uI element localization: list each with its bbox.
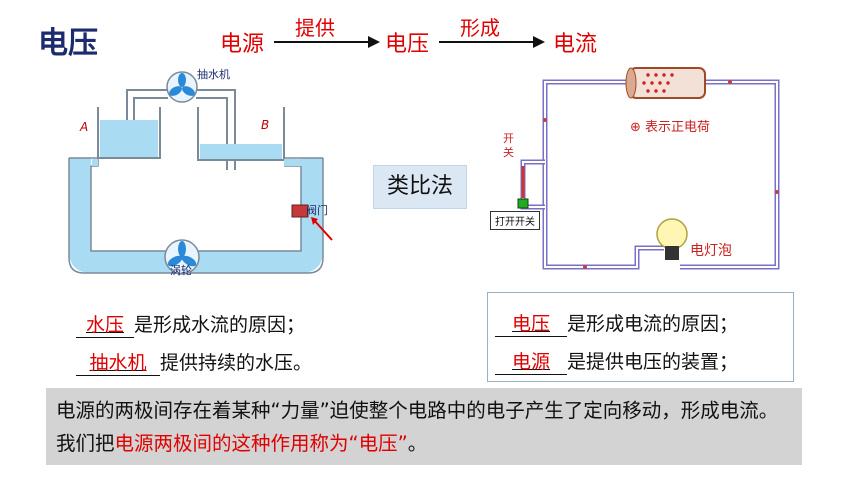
page-title: 电压 — [38, 26, 98, 61]
right-fill-1: 电压 — [511, 313, 550, 335]
analogy-label: 类比法 — [373, 165, 467, 209]
container-b-label: B — [261, 118, 270, 132]
open-switch-button[interactable]: 打开开关 — [490, 211, 540, 230]
definition-part-2: 。 — [407, 432, 428, 455]
turbine-label: 涡轮 — [170, 264, 192, 277]
right-statements-box — [487, 292, 794, 382]
left-text-1: 是形成水流的原因； — [134, 314, 306, 336]
right-statement-1: 电压是形成电流的原因； — [495, 309, 738, 337]
left-statement-1: 水压是形成水流的原因； — [76, 310, 305, 338]
pump-label: 抽水机 — [197, 68, 230, 81]
container-a-label: A — [80, 120, 89, 134]
valve-label: 阀门 — [306, 204, 328, 217]
switch-label: 开关 — [503, 132, 514, 159]
flow-form-label: 形成 — [460, 16, 500, 40]
left-fill-2: 抽水机 — [89, 352, 147, 374]
flow-provide-label: 提供 — [295, 16, 335, 40]
left-text-2: 提供持续的水压。 — [160, 352, 313, 374]
right-fill-2: 电源 — [511, 351, 550, 373]
definition-box — [46, 388, 802, 465]
definition-part-1: 电源的两极间存在着某种“力量”迫使整个电路中的电子产生了定向移动，形成电流。我们… — [56, 399, 779, 455]
definition-text: 电源的两极间存在着某种“力量”迫使整个电路中的电子产生了定向移动，形成电流。我们… — [56, 394, 796, 460]
bulb-label: 电灯泡 — [690, 243, 732, 259]
right-statement-2: 电源是提供电压的装置； — [495, 347, 738, 375]
left-statement-2: 抽水机提供持续的水压。 — [76, 348, 312, 376]
positive-charge-legend: ⊕ 表示正电荷 — [630, 120, 711, 135]
definition-highlight: 电源两极间的这种作用称为“电压” — [114, 432, 408, 455]
flow-arrow-2 — [439, 36, 545, 48]
left-fill-1: 水压 — [85, 314, 124, 336]
flow-source: 电源 — [220, 32, 265, 57]
right-text-2: 是提供电压的装置； — [567, 351, 739, 373]
flow-arrow-1 — [274, 36, 380, 48]
right-text-1: 是形成电流的原因； — [567, 313, 739, 335]
water-circuit-diagram — [68, 71, 333, 275]
flow-current: 电流 — [553, 32, 598, 57]
electric-circuit-diagram — [517, 67, 780, 270]
flow-voltage: 电压 — [385, 32, 430, 57]
